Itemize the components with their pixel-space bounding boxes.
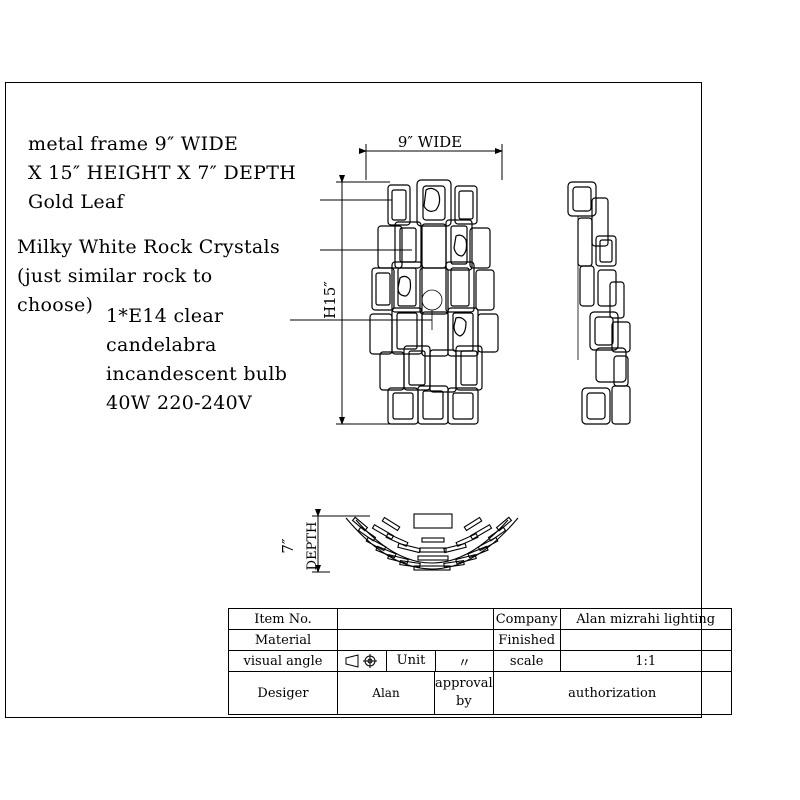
crystals-note-line-3: choose) xyxy=(17,294,94,316)
frame-note-line-3: Gold Leaf xyxy=(28,191,124,213)
visual-angle-cell: Unit 〃 xyxy=(337,650,494,672)
company-value: Alan mizrahi lighting xyxy=(559,608,732,630)
top-view xyxy=(345,513,519,571)
bulb-note-line-2: candelabra xyxy=(106,334,217,356)
company-label: Company xyxy=(492,608,561,630)
crystals-note: Milky White Rock Crystals (just similar … xyxy=(17,233,280,320)
material-value xyxy=(337,629,494,651)
approval-label: approval by xyxy=(435,672,493,714)
depth-word-label: DEPTH xyxy=(305,522,320,571)
bulb-note-line-3: incandescent bulb xyxy=(106,363,288,385)
drawing-frame xyxy=(5,82,702,718)
material-label: Material xyxy=(228,629,338,651)
crystals-note-line-2: (just similar rock to xyxy=(17,265,213,287)
frame-note-line-1: metal frame 9″ WIDE xyxy=(28,133,239,155)
authorization-label: authorization xyxy=(492,671,732,715)
side-view xyxy=(567,181,631,425)
front-view xyxy=(369,179,499,425)
designer-label: Desiger xyxy=(228,671,338,715)
height-label: H15″ xyxy=(321,281,339,319)
width-dimension xyxy=(359,144,503,180)
depth-value-label: 7″ xyxy=(279,538,297,554)
approval-label-line-2: by xyxy=(456,694,472,709)
frame-note: metal frame 9″ WIDE X 15″ HEIGHT X 7″ DE… xyxy=(28,130,296,217)
finished-label: Finished xyxy=(492,629,561,651)
item-no-value xyxy=(337,608,494,630)
scale-label: scale xyxy=(492,650,561,672)
unit-label: Unit xyxy=(387,651,436,671)
unit-value: 〃 xyxy=(457,655,471,671)
bulb-note-line-1: 1*E14 clear xyxy=(106,305,224,327)
depth-dimension xyxy=(312,509,370,573)
designer-value: Alan xyxy=(338,672,435,714)
crystals-note-line-1: Milky White Rock Crystals xyxy=(17,236,280,258)
bulb-note: 1*E14 clear candelabra incandescent bulb… xyxy=(106,302,287,418)
item-no-label: Item No. xyxy=(228,608,338,630)
frame-note-line-2: X 15″ HEIGHT X 7″ DEPTH xyxy=(28,162,297,184)
finished-value xyxy=(559,629,732,651)
visual-angle-label: visual angle xyxy=(228,650,338,672)
width-label: 9″ WIDE xyxy=(398,133,462,151)
projection-symbol-icon xyxy=(338,651,387,671)
title-block: Item No. Company Alan mizrahi lighting M… xyxy=(228,608,732,715)
bulb-note-line-4: 40W 220-240V xyxy=(106,392,253,414)
designer-cell: Alan approval by xyxy=(337,671,494,715)
scale-value: 1:1 xyxy=(559,650,732,672)
leader-lines xyxy=(290,199,432,321)
approval-label-line-1: approval xyxy=(435,676,493,691)
